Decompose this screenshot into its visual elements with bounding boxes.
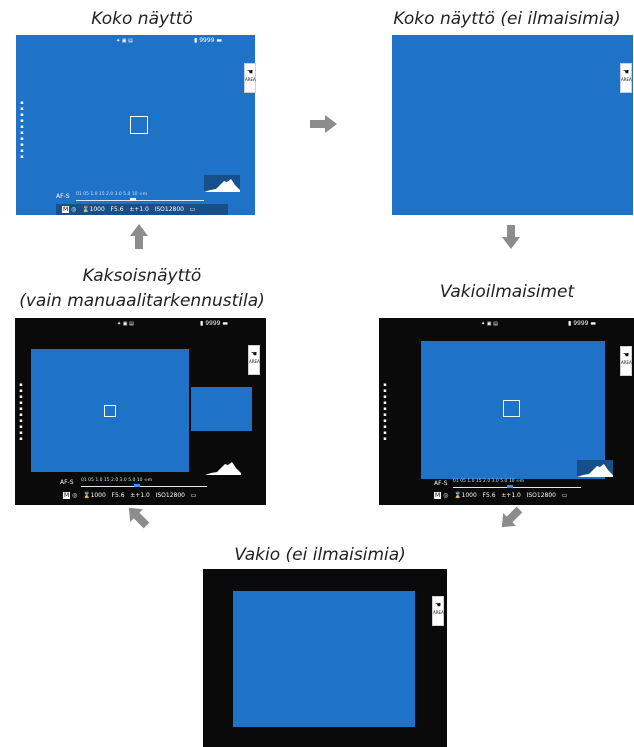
live-view-zoom — [191, 387, 252, 431]
arrow-up-left-icon — [128, 507, 150, 529]
live-view — [233, 591, 415, 727]
focus-distance-marker — [130, 198, 136, 201]
distance-scale: 01 05 1.0 15 2.0 3.0 5.0 10 ∞m — [81, 478, 153, 483]
histogram-icon — [204, 175, 240, 192]
top-status-icons: ✦ ▣ ▤ — [117, 321, 134, 327]
area-button[interactable]: ☚AREA — [432, 596, 444, 626]
focus-distance-marker — [134, 484, 140, 487]
focus-frame — [130, 116, 148, 134]
exposure-bar — [56, 204, 228, 215]
title-full-screen-no-indicators: Koko näyttö (ei ilmaisimia) — [393, 9, 621, 29]
focus-frame — [503, 400, 520, 417]
arrow-up-icon — [130, 224, 148, 249]
exposure-readout: M ◎ ⌛1000 F5.6 ±+1.0 ISO12800 ▭ — [63, 492, 197, 499]
hand-icon: ☚ — [622, 68, 630, 76]
screen-full: ✦ ▣ ▤ ▮ 9999 ▬ ☚AREA ▪▪▪▪▪▪▪▪▪▪ AF-S 01 … — [16, 35, 256, 215]
frames-remaining: ▮ 9999 ▬ — [200, 320, 229, 327]
arrow-down-icon — [502, 225, 520, 249]
focus-mode: AF-S — [60, 479, 74, 486]
distance-scale-bar — [76, 200, 204, 201]
focus-mode: AF-S — [56, 193, 70, 200]
focus-frame — [104, 405, 116, 417]
title-full-screen: Koko näyttö — [91, 9, 193, 29]
distance-scale: 01 05 1.0 15 2.0 3.0 5.0 10 ∞m — [76, 192, 148, 197]
focus-distance-marker — [507, 485, 513, 488]
top-status-icons: ✦ ▣ ▤ — [481, 321, 498, 327]
arrow-down-left-icon — [501, 506, 523, 528]
side-info-strip: ▪▪▪▪▪▪▪▪▪▪ — [382, 382, 388, 442]
screen-standard-indicators: ✦ ▣ ▤ ▮ 9999 ▬ ☚AREA ▪▪▪▪▪▪▪▪▪▪ AF-S 01 … — [379, 318, 634, 505]
arrow-right-icon — [310, 115, 337, 133]
title-standard-indicators: Vakioilmaisimet — [439, 282, 575, 302]
side-info-strip: ▪▪▪▪▪▪▪▪▪▪ — [19, 100, 25, 160]
hand-icon: ☚ — [434, 601, 442, 609]
exposure-readout: M ◎ ⌛1000 F5.6 ±+1.0 ISO12800 ▭ — [62, 206, 196, 213]
histogram-icon — [577, 460, 613, 477]
live-view — [421, 341, 605, 479]
frames-remaining: ▮ 9999 ▬ — [194, 37, 223, 44]
hand-icon: ☚ — [250, 350, 258, 358]
frames-remaining: ▮ 9999 ▬ — [568, 320, 597, 327]
area-button[interactable]: ☚AREA — [620, 63, 632, 93]
title-dual-display: Kaksoisnäyttö — [82, 266, 202, 286]
distance-scale: 01 05 1.0 15 2.0 3.0 5.0 10 ∞m — [453, 479, 525, 484]
screen-full-no-indicators: ☚AREA — [392, 35, 633, 215]
screen-dual-display: ✦ ▣ ▤ ▮ 9999 ▬ ☚AREA ▪▪▪▪▪▪▪▪▪▪ AF-S 01 … — [15, 318, 266, 505]
screen-standard-no-indicators: ☚AREA — [203, 569, 447, 747]
distance-scale-bar — [453, 487, 581, 488]
top-status-icons: ✦ ▣ ▤ — [116, 38, 133, 44]
focus-mode: AF-S — [434, 480, 448, 487]
area-button[interactable]: ☚AREA — [248, 345, 260, 375]
title-dual-display-subtitle: (vain manuaalitarkennustila) — [19, 291, 265, 311]
exposure-readout: M ◎ ⌛1000 F5.6 ±+1.0 ISO12800 ▭ — [434, 492, 568, 499]
distance-scale-bar — [81, 486, 207, 487]
histogram-icon — [205, 462, 241, 475]
area-button[interactable]: ☚AREA — [244, 63, 256, 93]
area-button[interactable]: ☚AREA — [620, 346, 632, 376]
live-view-main — [31, 349, 189, 472]
hand-icon: ☚ — [622, 351, 630, 359]
side-info-strip: ▪▪▪▪▪▪▪▪▪▪ — [18, 382, 24, 442]
hand-icon: ☚ — [246, 68, 254, 76]
title-standard-no-indicators: Vakio (ei ilmaisimia) — [234, 545, 406, 565]
live-view — [392, 35, 633, 215]
